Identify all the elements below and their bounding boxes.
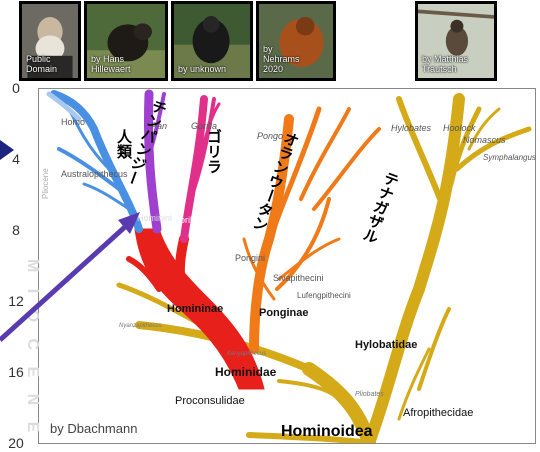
credit-text: by Dbachmann — [50, 421, 137, 436]
left-arrow-icon — [0, 140, 14, 160]
pointer-arrow-line — [0, 226, 126, 340]
